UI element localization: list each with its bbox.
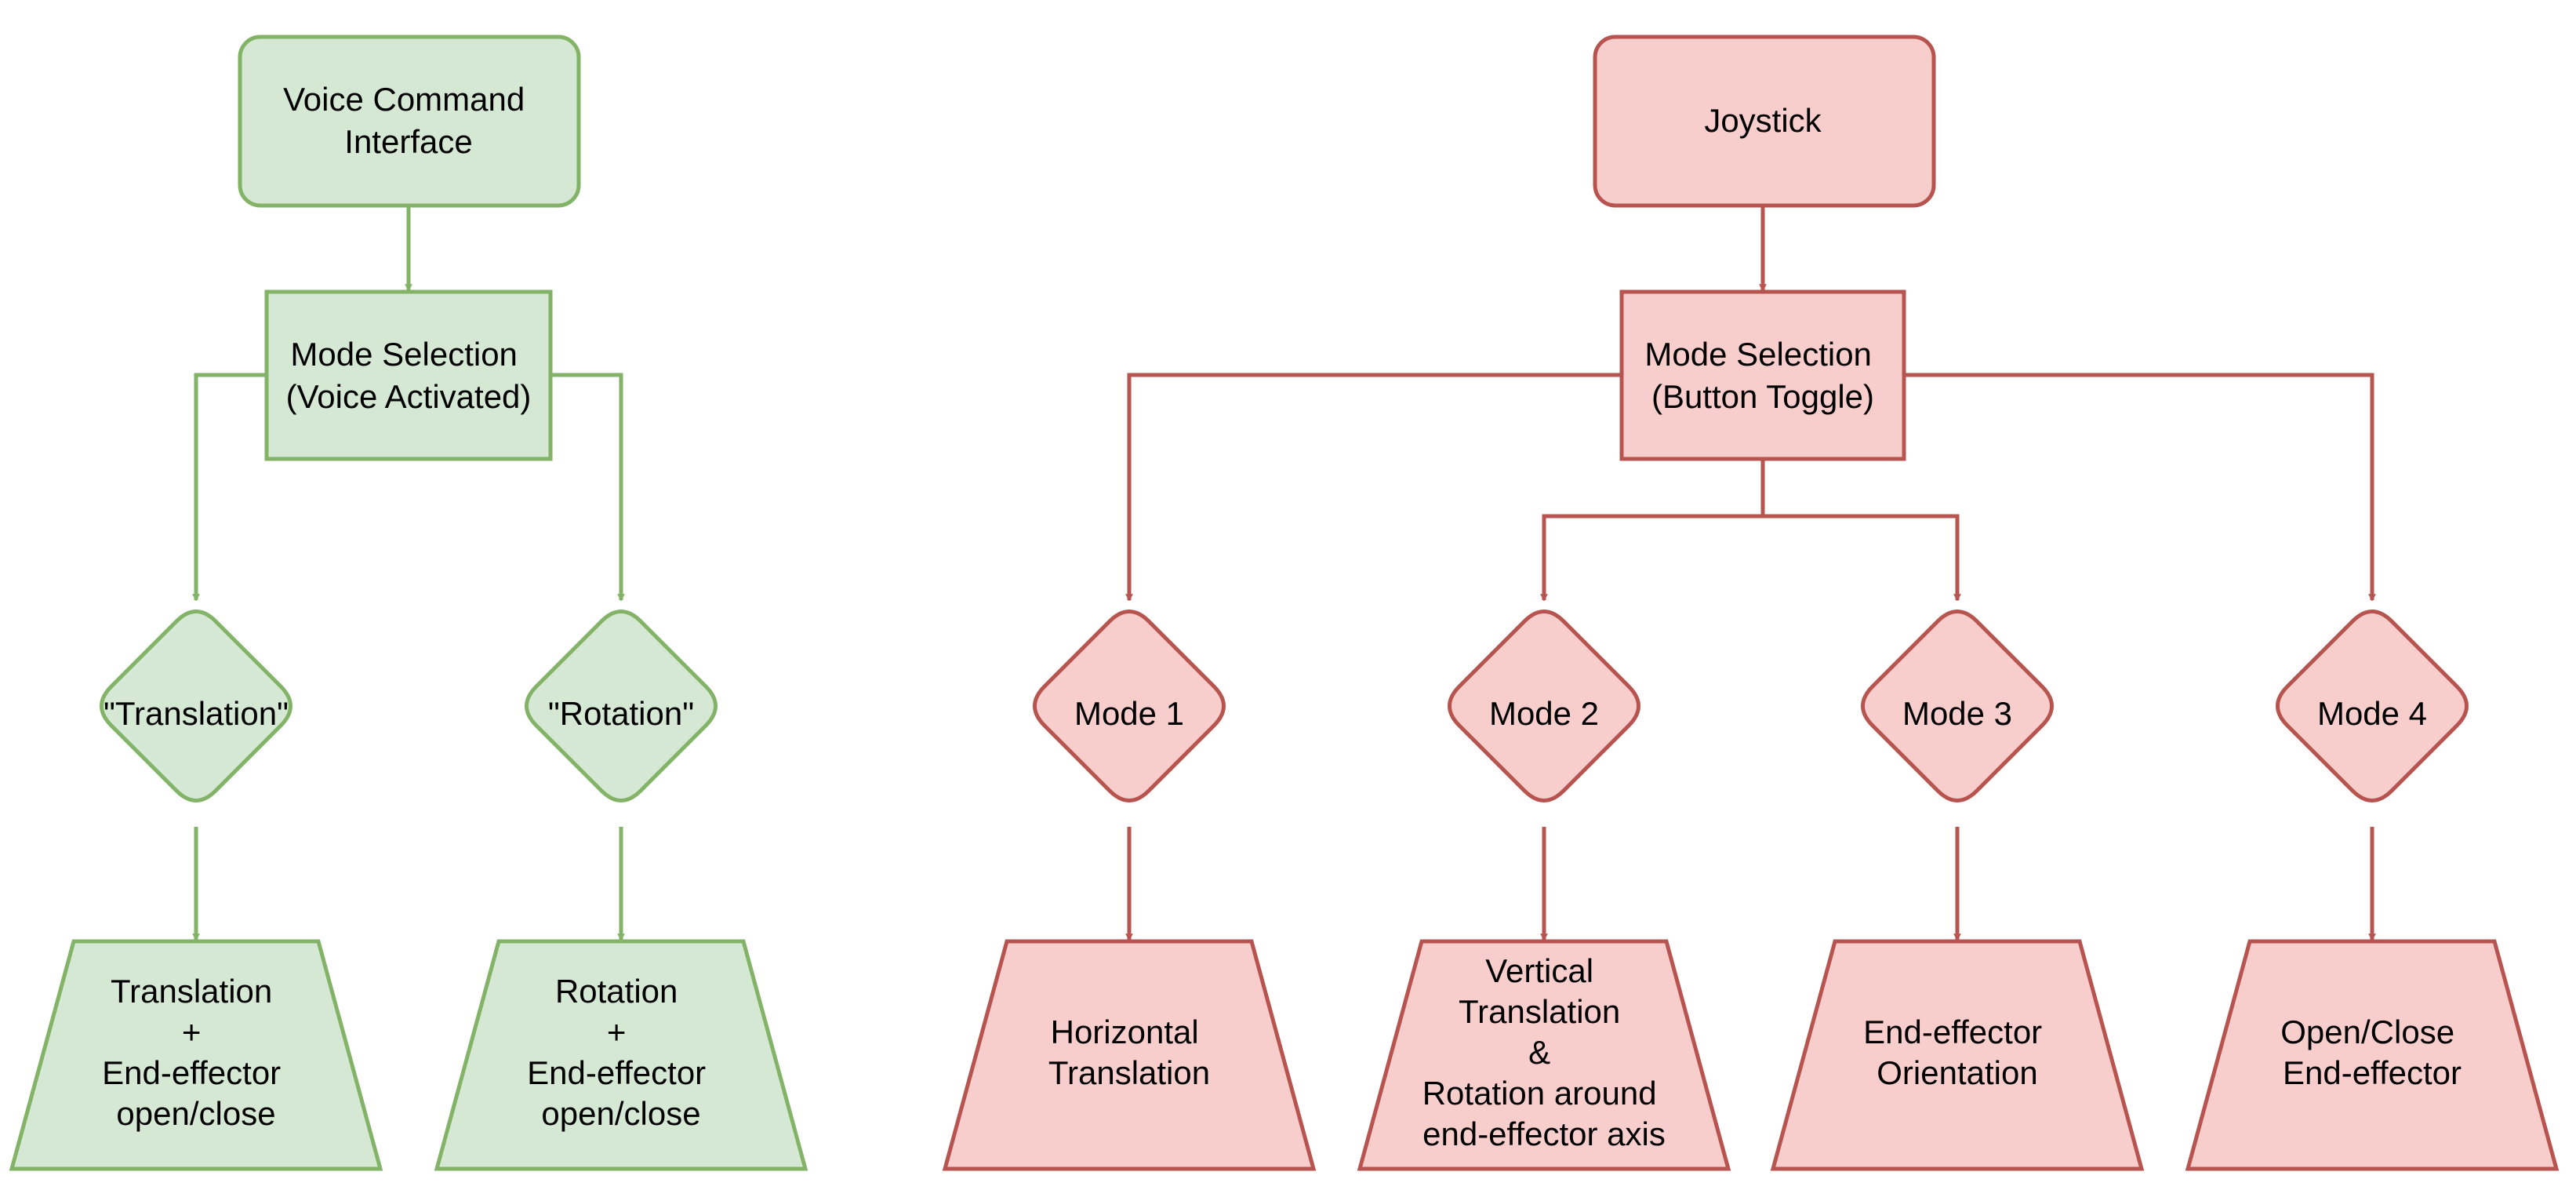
mode-1-output-node: Horizontal Translation bbox=[942, 939, 1317, 1171]
mode-2-output-line4: Rotation around bbox=[1422, 1075, 1657, 1112]
svg-text:Horizontal Translation: Horizontal Translation bbox=[1048, 1014, 1210, 1091]
svg-text:Voice Command Interfac: Voice Command Interface bbox=[283, 81, 534, 160]
svg-text:Mode Selection (Button: Mode Selection (Button Toggle) bbox=[1644, 336, 1880, 415]
mode-1-output-line1: Horizontal bbox=[1051, 1014, 1199, 1050]
mode-4-output-node: Open/Close End-effector bbox=[2185, 939, 2560, 1171]
translation-output-line2: + bbox=[182, 1014, 202, 1050]
mode-1-label: Mode 1 bbox=[1074, 695, 1184, 732]
voice-connectors bbox=[196, 207, 621, 940]
mode-4-output-line1: Open/Close bbox=[2280, 1014, 2454, 1050]
joystick-mode-selection-label-line2: (Button Toggle) bbox=[1651, 378, 1874, 415]
translation-output-line1: Translation bbox=[111, 973, 272, 1010]
rotation-decision-label: "Rotation" bbox=[548, 695, 694, 732]
joystick-mode-selection-label-line1: Mode Selection bbox=[1644, 336, 1872, 373]
rotation-output-line2: + bbox=[607, 1014, 627, 1050]
mode-3-output-line2: Orientation bbox=[1877, 1054, 2037, 1091]
voice-flow: Voice Command Interface Mode Selection (… bbox=[9, 35, 808, 1171]
svg-text:Mode Selection (Voice: Mode Selection (Voice Activated) bbox=[286, 336, 532, 415]
mode-3-decision-node: Mode 3 bbox=[1861, 610, 2054, 802]
joystick-flow: Joystick Mode Selection (Button Toggle) … bbox=[942, 35, 2560, 1171]
translation-output-line4: open/close bbox=[116, 1095, 275, 1132]
arrow-mode-selection-to-mode-1 bbox=[1129, 373, 1622, 600]
rotation-decision-node: "Rotation" bbox=[525, 610, 718, 802]
mode-3-output-node: End-effector Orientation bbox=[1770, 939, 2145, 1171]
arrow-split-to-mode-2 bbox=[1544, 514, 1763, 600]
svg-text:End-effector Orientati: End-effector Orientation bbox=[1863, 1014, 2051, 1091]
svg-text:Vertical Translation: Vertical Translation & Rotation around e… bbox=[1422, 952, 1666, 1152]
rotation-output-line3: End-effector bbox=[527, 1054, 706, 1091]
svg-text:Open/Close End-effecto: Open/Close End-effector bbox=[2280, 1014, 2463, 1091]
translation-output-line3: End-effector bbox=[102, 1054, 281, 1091]
mode-2-output-line2: Translation bbox=[1459, 993, 1620, 1030]
voice-mode-selection-label-line1: Mode Selection bbox=[290, 336, 518, 373]
rotation-output-line1: Rotation bbox=[555, 973, 678, 1010]
rotation-output-node: Rotation + End-effector open/close bbox=[434, 939, 808, 1171]
rotation-output-line4: open/close bbox=[541, 1095, 700, 1132]
arrow-mode-selection-to-translation bbox=[196, 373, 267, 600]
mode-2-output-line3: & bbox=[1528, 1034, 1550, 1071]
mode-4-output-line2: End-effector bbox=[2283, 1054, 2462, 1091]
mode-2-label: Mode 2 bbox=[1489, 695, 1599, 732]
voice-interface-label-line1: Voice Command bbox=[283, 81, 525, 118]
translation-output-node: Translation + End-effector open/close bbox=[9, 939, 383, 1171]
mode-2-output-node: Vertical Translation & Rotation around e… bbox=[1357, 939, 1731, 1171]
voice-interface-label-line2: Interface bbox=[344, 123, 472, 160]
mode-2-decision-node: Mode 2 bbox=[1448, 610, 1640, 802]
mode-4-decision-node: Mode 4 bbox=[2276, 610, 2469, 802]
joystick-node: Joystick bbox=[1593, 35, 1936, 208]
mode-2-output-line1: Vertical bbox=[1485, 952, 1593, 989]
voice-mode-selection-node: Mode Selection (Voice Activated) bbox=[264, 289, 553, 461]
voice-command-interface-node: Voice Command Interface bbox=[238, 35, 581, 208]
arrow-mode-selection-to-mode-4 bbox=[1904, 373, 2372, 600]
joystick-connectors bbox=[1129, 207, 2372, 940]
arrow-mode-selection-to-rotation bbox=[550, 373, 621, 600]
voice-mode-selection-label-line2: (Voice Activated) bbox=[286, 378, 532, 415]
joystick-label: Joystick bbox=[1704, 102, 1822, 139]
mode-2-output-line5: end-effector axis bbox=[1422, 1115, 1666, 1152]
translation-decision-label: "Translation" bbox=[104, 695, 289, 732]
mode-4-label: Mode 4 bbox=[2317, 695, 2427, 732]
arrow-split-to-mode-3 bbox=[1763, 514, 1957, 600]
svg-text:Rotation + End: Rotation + End-effector open/close bbox=[527, 973, 715, 1132]
mode-1-decision-node: Mode 1 bbox=[1033, 610, 1226, 802]
mode-3-output-line1: End-effector bbox=[1863, 1014, 2042, 1050]
translation-decision-node: "Translation" bbox=[100, 610, 292, 802]
svg-text:Translation +: Translation + End-effector open/close bbox=[102, 973, 290, 1132]
mode-1-output-line2: Translation bbox=[1048, 1054, 1210, 1091]
joystick-mode-selection-node: Mode Selection (Button Toggle) bbox=[1619, 289, 1906, 461]
mode-3-label: Mode 3 bbox=[1902, 695, 2012, 732]
